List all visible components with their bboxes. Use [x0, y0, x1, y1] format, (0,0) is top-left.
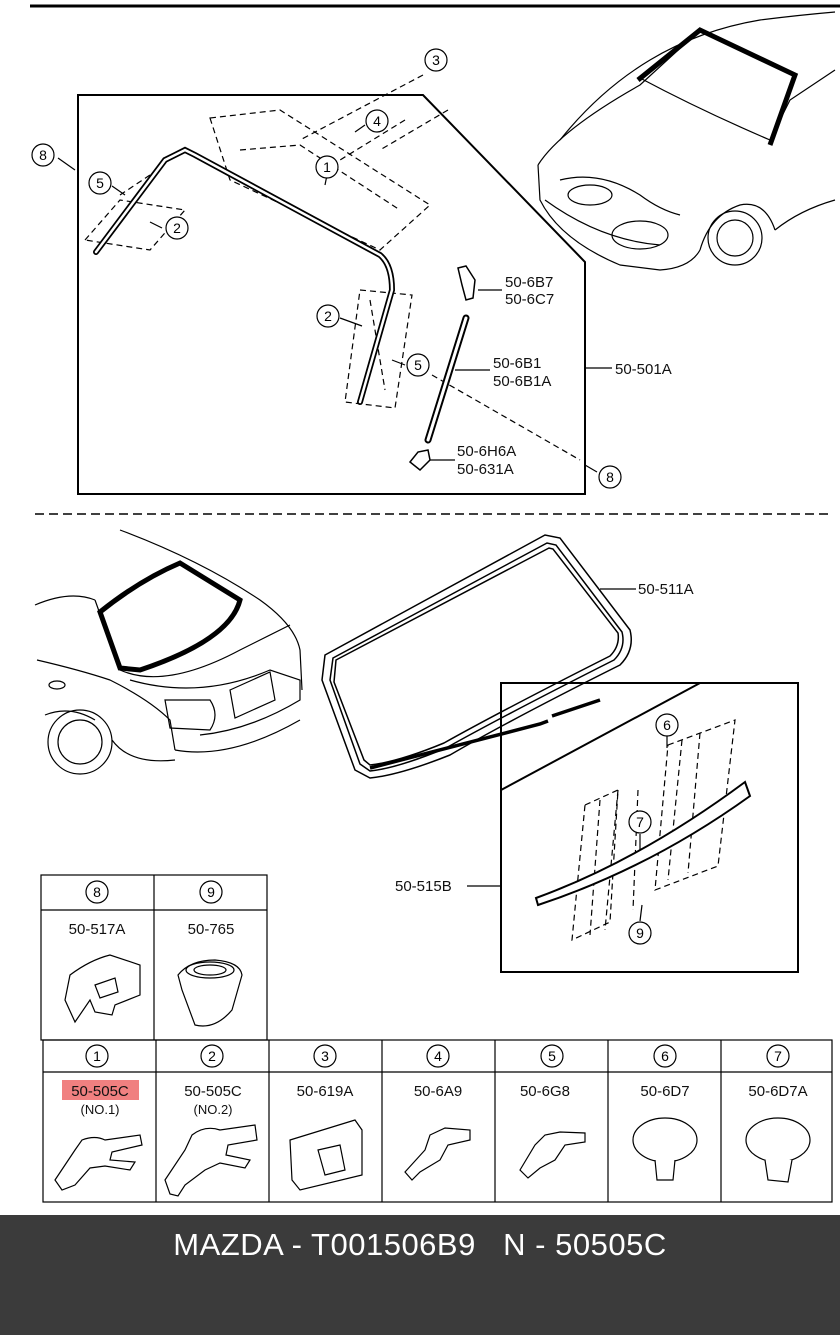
callout-2-lower: 2 — [316, 304, 340, 328]
callout-2-upper: 2 — [165, 216, 189, 240]
callout-5-right: 5 — [406, 353, 430, 377]
label-50-6b1: 50-6B1 — [493, 355, 541, 372]
label-50-631a: 50-631A — [457, 461, 514, 478]
svg-text:2: 2 — [173, 220, 181, 236]
footer-bar: MAZDA - T001506B9 N - 50505C — [0, 1215, 840, 1335]
svg-text:9: 9 — [207, 884, 215, 900]
part-50-619a-illustration — [289, 1119, 363, 1191]
label-50-6b1a: 50-6B1A — [493, 373, 551, 390]
svg-text:8: 8 — [39, 147, 47, 163]
part-50-505c-no1-illustration — [54, 1134, 143, 1191]
highlight-50-505c — [62, 1080, 139, 1100]
front-car-illustration — [537, 11, 836, 271]
rear-spoiler-inset-diagonal — [500, 682, 701, 791]
part-50-517a-illustration — [64, 954, 141, 1024]
parts-diagram: 50-6B7 50-6C7 50-6B1 50-6B1A 50-501A 50-… — [30, 4, 840, 1203]
label-50-515b: 50-515B — [395, 878, 452, 895]
lower-end-cap — [408, 449, 431, 472]
svg-text:9: 9 — [636, 925, 644, 941]
grid-callout-3: 3 — [313, 1044, 337, 1068]
svg-text:8: 8 — [606, 469, 614, 485]
part-50-6d7a-illustration — [745, 1117, 811, 1183]
svg-text:8: 8 — [93, 884, 101, 900]
svg-text:5: 5 — [548, 1048, 556, 1064]
callout-5-left: 5 — [88, 171, 112, 195]
grid-callout-7: 7 — [766, 1044, 790, 1068]
label-50-6c7: 50-6C7 — [505, 291, 554, 308]
rear-garnish-molding — [534, 780, 752, 907]
callout-9: 9 — [628, 921, 652, 945]
svg-text:4: 4 — [373, 113, 381, 129]
windshield-molding — [93, 146, 396, 405]
svg-text:3: 3 — [432, 52, 440, 68]
part-50-765-illustration — [177, 959, 243, 1027]
svg-text:4: 4 — [434, 1048, 442, 1064]
svg-text:1: 1 — [323, 159, 331, 175]
parts-table: 8 50-517A 9 50-765 1 50-505C (NO.1) 2 50… — [40, 874, 833, 1203]
rear-glass-strip — [369, 698, 601, 770]
svg-text:3: 3 — [321, 1048, 329, 1064]
svg-text:2: 2 — [324, 308, 332, 324]
svg-text:5: 5 — [414, 357, 422, 373]
rear-window-outline — [97, 560, 243, 673]
part-code-50-505c-no1: 50-505C — [71, 1083, 129, 1100]
part-50-505c-no2-illustration — [164, 1124, 258, 1197]
grid-callout-4: 4 — [426, 1044, 450, 1068]
rear-spoiler-inset-frame — [500, 682, 799, 973]
svg-text:1: 1 — [93, 1048, 101, 1064]
part-sub-no1: (NO.1) — [81, 1102, 120, 1117]
part-number-caption: MAZDA - T001506B9 N - 50505C — [173, 1227, 667, 1262]
grid-callout-1: 1 — [85, 1044, 109, 1068]
callout-7: 7 — [628, 810, 652, 834]
part-code-50-619a: 50-619A — [297, 1083, 354, 1100]
top-dashed-regions — [83, 74, 581, 461]
part-50-6a9-illustration — [404, 1127, 471, 1181]
callout-8-top-left: 8 — [31, 143, 55, 167]
front-windshield-outline — [636, 27, 799, 146]
svg-text:5: 5 — [96, 175, 104, 191]
callout-4: 4 — [365, 109, 389, 133]
callout-8-bottom-right: 8 — [598, 465, 622, 489]
svg-text:6: 6 — [661, 1048, 669, 1064]
part-code-50-6d7a: 50-6D7A — [748, 1083, 807, 1100]
part-sub-no2: (NO.2) — [194, 1102, 233, 1117]
rear-car-illustration — [34, 529, 303, 775]
part-code-50-765: 50-765 — [188, 921, 235, 938]
part-code-50-517a: 50-517A — [69, 921, 126, 938]
part-code-50-6a9: 50-6A9 — [414, 1083, 462, 1100]
top-panel-frame — [77, 94, 586, 495]
part-50-6g8-illustration — [519, 1131, 586, 1179]
top-panel: 50-6B7 50-6C7 50-6B1 50-6B1A 50-501A 50-… — [31, 11, 836, 495]
label-50-511a: 50-511A — [638, 581, 694, 598]
part-50-6d7-illustration — [632, 1117, 698, 1181]
label-50-6b7: 50-6B7 — [505, 274, 553, 291]
svg-text:2: 2 — [208, 1048, 216, 1064]
callout-1: 1 — [315, 155, 339, 179]
callout-3: 3 — [424, 48, 448, 72]
parts-row-2 — [42, 1039, 833, 1203]
grid-callout-9: 9 — [199, 880, 223, 904]
part-code-50-505c-no2: 50-505C — [184, 1083, 242, 1100]
callout-6: 6 — [655, 713, 679, 737]
bottom-panel: 50-511A 50-515B 6 7 9 — [34, 529, 799, 973]
grid-callout-8: 8 — [85, 880, 109, 904]
svg-text:7: 7 — [774, 1048, 782, 1064]
grid-callout-5: 5 — [540, 1044, 564, 1068]
grid-callout-6: 6 — [653, 1044, 677, 1068]
part-code-50-6d7: 50-6D7 — [640, 1083, 689, 1100]
svg-text:7: 7 — [636, 814, 644, 830]
svg-text:6: 6 — [663, 717, 671, 733]
spoiler-dashed-regions — [571, 719, 736, 941]
part-code-50-6g8: 50-6G8 — [520, 1083, 570, 1100]
label-50-501a: 50-501A — [615, 361, 672, 378]
grid-callout-2: 2 — [200, 1044, 224, 1068]
label-50-6h6a: 50-6H6A — [457, 443, 516, 460]
upper-end-cap — [457, 265, 476, 301]
